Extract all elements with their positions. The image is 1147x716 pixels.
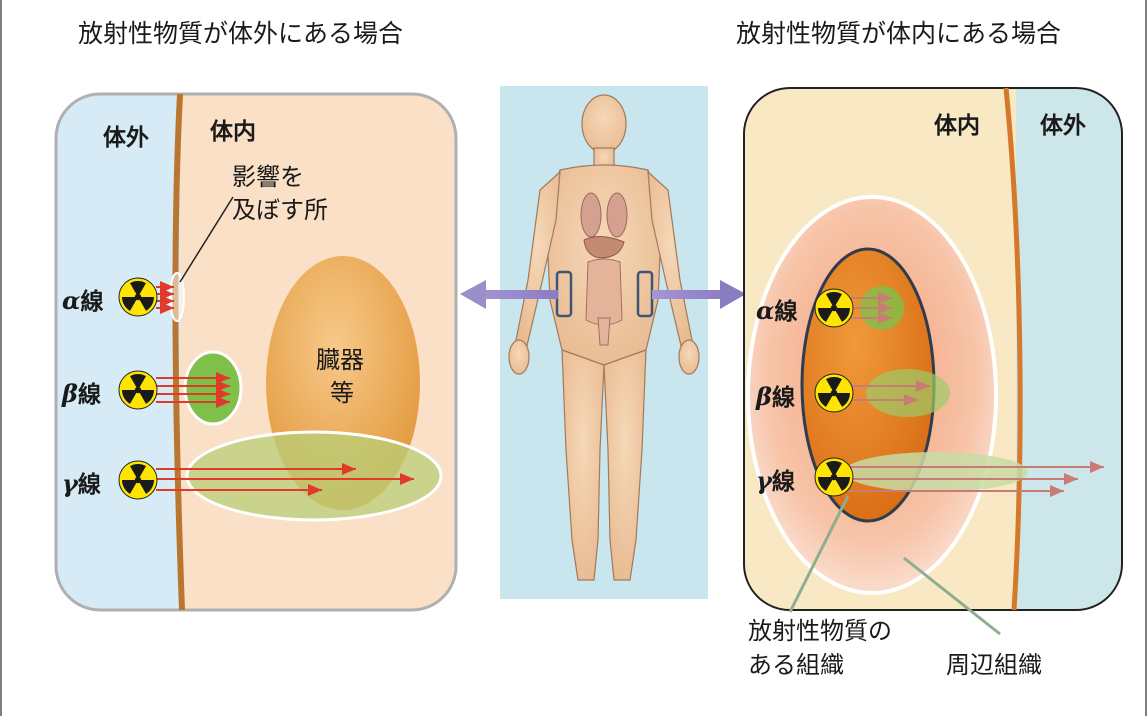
ray-symbol: β [62, 379, 78, 408]
right-gamma-arrows [848, 461, 1104, 497]
left-outside-region [56, 94, 180, 610]
ray-suffix: 線 [771, 385, 795, 411]
right-beta-ray-label: β線 [756, 378, 795, 412]
right-beta-arrows [848, 380, 930, 406]
ray-symbol: α [756, 296, 775, 325]
right-alpha-arrows [848, 292, 892, 324]
center-body-panel [460, 86, 746, 599]
ray-suffix: 線 [77, 382, 101, 408]
right-panel [743, 87, 1123, 636]
right-gamma-zone [844, 452, 1028, 492]
right-gamma-ray-label: γ線 [756, 462, 795, 496]
right-panel-border [743, 87, 1123, 611]
left-gamma-ray-label: γ線 [62, 465, 101, 499]
ray-symbol: γ [756, 466, 772, 495]
right-pointer-arrow [652, 280, 746, 309]
ray-symbol: β [756, 382, 772, 411]
tissue-pointer-line [788, 495, 850, 613]
tissue-label-line1: 放射性物質の [748, 617, 892, 645]
left-alpha-ray-label: α線 [62, 282, 103, 316]
left-body-boundary [172, 93, 185, 611]
ray-symbol: γ [62, 469, 78, 498]
beta-affected-zone [183, 350, 243, 426]
ray-suffix: 線 [774, 299, 798, 325]
internal-organs [580, 192, 628, 346]
ray-suffix: 線 [771, 469, 795, 495]
tissue-label-line2: ある組織 [748, 651, 844, 679]
affect-label-line1: 影響を [232, 163, 304, 191]
right-inside-label: 体内 [934, 113, 980, 139]
right-alpha-ray-label: α線 [756, 292, 797, 326]
left-inside-label: 体内 [210, 119, 256, 145]
left-outside-label: 体外 [103, 125, 149, 151]
left-panel-border [54, 92, 458, 612]
left-alpha-arrows [156, 281, 174, 314]
organ-label-line2: 等 [330, 379, 354, 407]
left-beta-ray-label: β線 [62, 375, 101, 409]
left-pointer-arrow [460, 280, 558, 309]
right-outside-label: 体外 [1040, 113, 1086, 139]
surrounding-pointer-line [903, 556, 1001, 636]
gamma-affected-zone [185, 430, 443, 522]
affect-label-line2: 及ぼす所 [232, 196, 328, 224]
ray-symbol: α [62, 286, 81, 315]
affect-pointer-line [179, 196, 234, 283]
left-beta-arrows [156, 372, 230, 408]
right-outside-region [1016, 88, 1122, 610]
ray-suffix: 線 [77, 472, 101, 498]
ray-suffix: 線 [80, 289, 104, 315]
left-panel [54, 92, 458, 612]
surrounding-label: 周辺組織 [946, 651, 1042, 679]
right-beta-zone [866, 369, 950, 417]
left-panel-title: 放射性物質が体外にある場合 [78, 19, 404, 48]
left-gamma-arrows [156, 463, 414, 496]
right-panel-title: 放射性物質が体内にある場合 [736, 19, 1062, 48]
organ-label-line1: 臓器 [316, 346, 364, 374]
right-body-boundary [1003, 87, 1023, 611]
